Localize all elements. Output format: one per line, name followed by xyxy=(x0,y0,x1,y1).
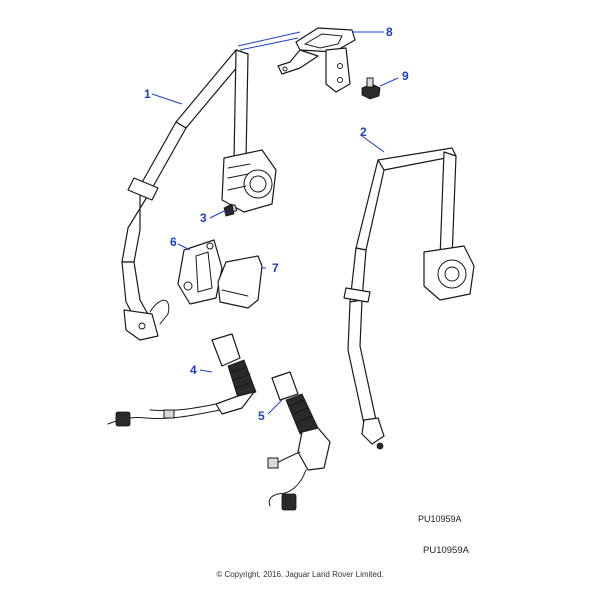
callout-labels: 1 2 3 4 5 6 7 8 9 xyxy=(144,25,409,423)
part-bolt-upper xyxy=(361,77,381,100)
callout-1: 1 xyxy=(144,87,151,101)
part-upper-anchor-bracket xyxy=(277,27,356,93)
callout-8: 8 xyxy=(386,25,393,39)
part-front-seat-belt xyxy=(121,49,277,341)
callout-7: 7 xyxy=(272,261,279,275)
callout-9: 9 xyxy=(402,69,409,83)
part-rear-seat-belt xyxy=(343,147,475,450)
part-retractor-bolt xyxy=(223,203,238,217)
callout-2: 2 xyxy=(360,125,367,139)
callout-6: 6 xyxy=(170,235,177,249)
part-buckle-rear xyxy=(267,371,331,511)
callout-3: 3 xyxy=(200,211,207,225)
copyright-notice: © Copyright, 2016. Jaguar Land Rover Lim… xyxy=(216,570,384,579)
part-trim-cover xyxy=(217,255,263,309)
callout-leaders xyxy=(151,31,399,415)
part-height-adjuster xyxy=(177,239,223,305)
callout-5: 5 xyxy=(258,409,265,423)
callout-4: 4 xyxy=(190,363,197,377)
reference-code-large: PU10959A xyxy=(423,545,469,556)
part-buckle-front xyxy=(107,333,257,427)
reference-code-small: PU10959A xyxy=(418,514,462,524)
